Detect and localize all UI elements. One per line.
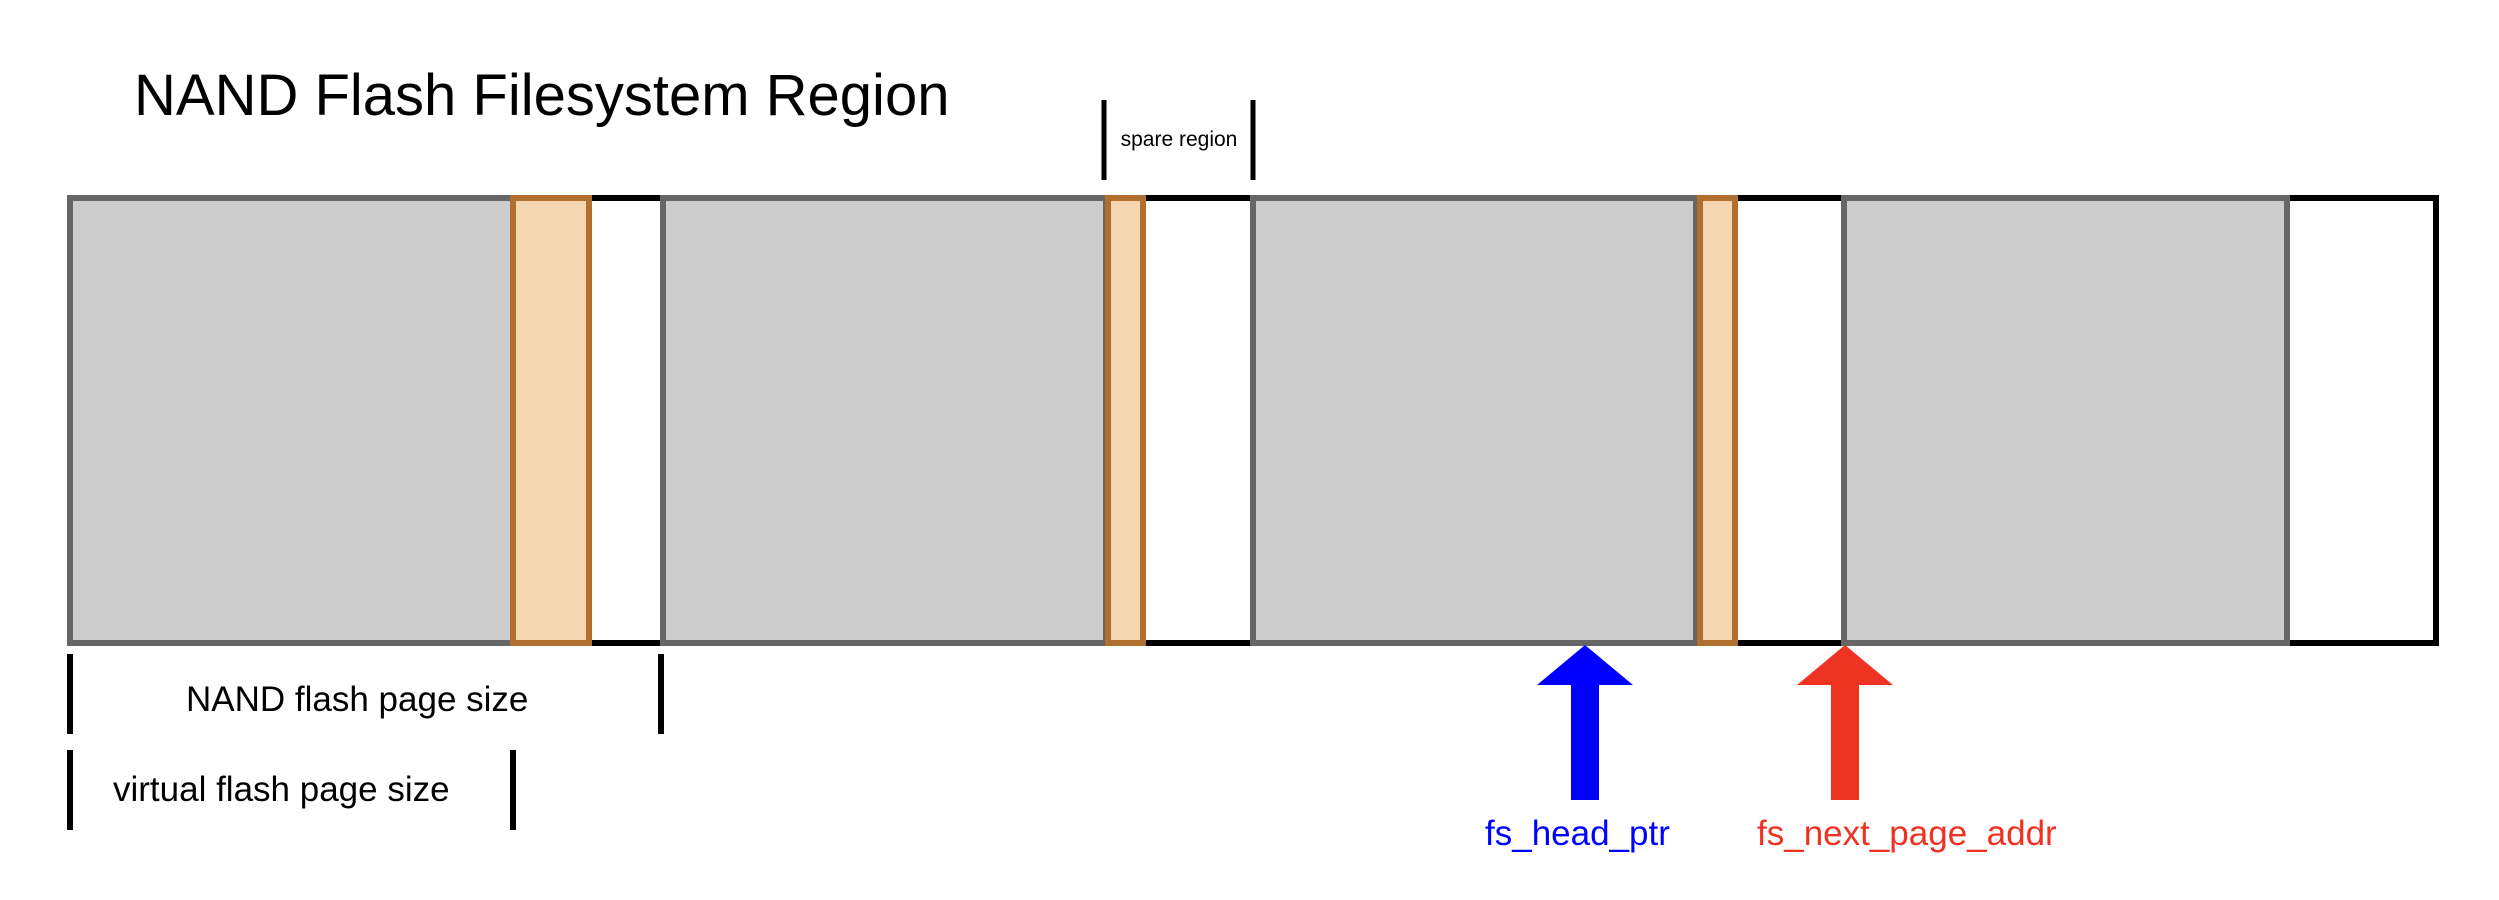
flash-page-1 (67, 195, 516, 646)
next-page-pointer-label: fs_next_page_addr (1757, 814, 2057, 853)
next-page-pointer-arrow (1797, 645, 1893, 800)
flash-page-3 (1250, 195, 1699, 646)
spare-region-label: spare region (1120, 128, 1238, 151)
head-pointer-label: fs_head_ptr (1485, 814, 1670, 853)
diagram-title: NAND Flash Filesystem Region (134, 63, 950, 128)
nand-page-size-label: NAND flash page size (186, 680, 529, 719)
spare-area-3 (1697, 195, 1738, 646)
head-pointer-arrow (1537, 645, 1633, 800)
spare-area-1 (510, 195, 592, 646)
flash-page-2 (660, 195, 1109, 646)
spare-area-2 (1105, 195, 1146, 646)
flash-page-4 (1841, 195, 2290, 646)
virtual-page-size-label: virtual flash page size (113, 770, 450, 809)
